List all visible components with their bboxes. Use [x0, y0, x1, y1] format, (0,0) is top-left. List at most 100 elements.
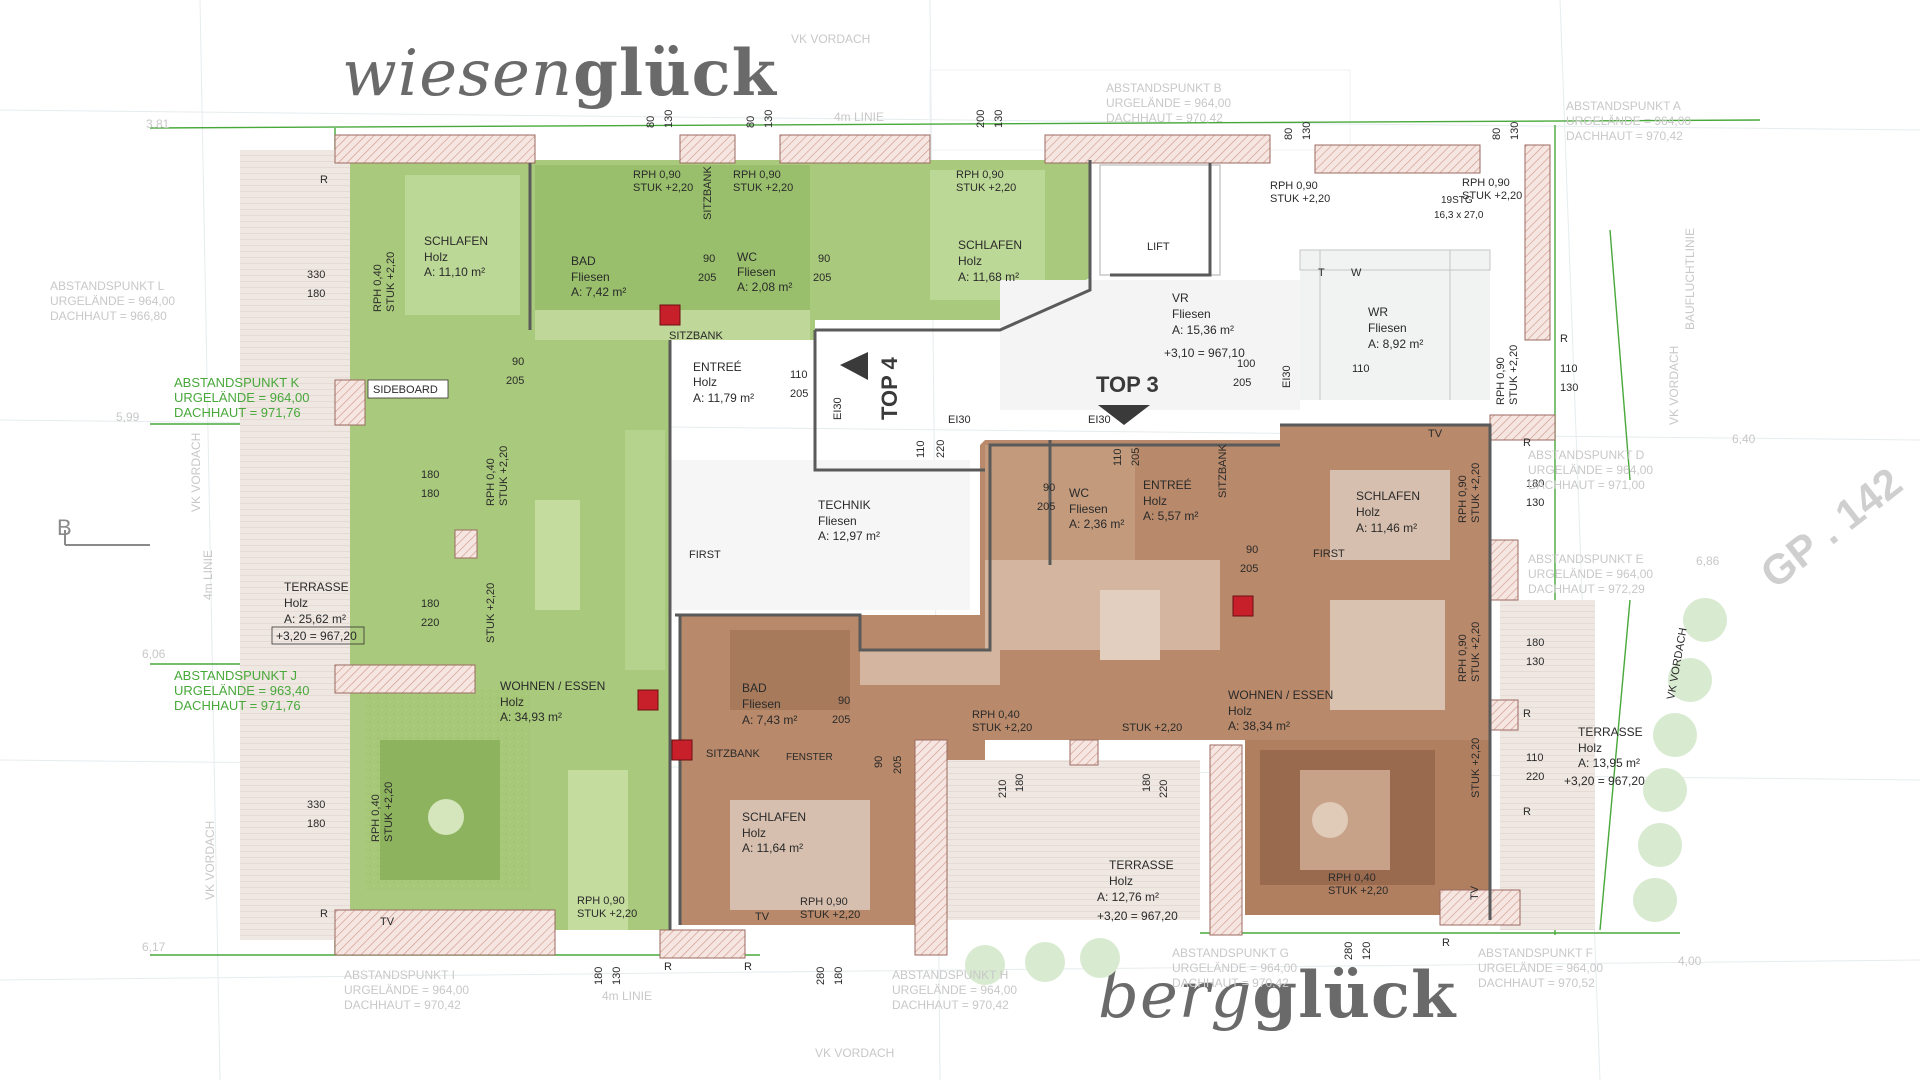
dimension: 130 [763, 110, 775, 128]
room-schlafen-w1: SCHLAFEN Holz A: 11,10 m² [424, 234, 488, 279]
dimension: 205 [813, 272, 831, 284]
dimension: 130 [1526, 497, 1544, 509]
dimension: 130 [1509, 122, 1521, 140]
abstandspunkt-g: ABSTANDSPUNKT G URGELÄNDE = 964,00 DACHH… [1172, 946, 1297, 990]
dimension: 130 [1560, 382, 1578, 394]
abstandspunkt-e: ABSTANDSPUNKT E URGELÄNDE = 964,00 DACHH… [1528, 552, 1653, 596]
room-floor: Holz [958, 254, 982, 268]
dimension: 110 [1526, 752, 1544, 764]
room-level: +3,20 = 967,20 [276, 629, 357, 643]
survey-distance: 3,81 [146, 117, 170, 131]
sitzbank-label-vertical-w: SITZBANK [702, 166, 714, 220]
abstand-urg: URGELÄNDE = 964,00 [50, 294, 175, 308]
lift-label: LIFT [1147, 241, 1170, 253]
room-floor: Fliesen [571, 270, 610, 284]
room-vr: VR Fliesen A: 15,36 m² +3,10 = 967,10 [1164, 291, 1245, 360]
dimension: 110 [790, 369, 808, 381]
abstand-dach: DACHHAUT = 970,42 [1566, 129, 1683, 143]
room-name: TECHNIK [818, 498, 871, 512]
abstandspunkt-l: ABSTANDSPUNKT L URGELÄNDE = 964,00 DACHH… [50, 279, 175, 323]
dimension: 110 [1112, 448, 1124, 466]
abstandspunkt-b: ABSTANDSPUNKT B URGELÄNDE = 964,00 DACHH… [1106, 81, 1231, 125]
room-floor: Holz [1143, 494, 1167, 508]
room-area: A: 11,10 m² [424, 265, 485, 279]
interior-walls [528, 160, 1492, 930]
abstand-title: ABSTANDSPUNKT B [1106, 81, 1222, 95]
unit-label-top4: TOP 4 [877, 356, 902, 420]
room-name: VR [1172, 291, 1189, 305]
dimension: 180 [1014, 774, 1026, 792]
opening-annotations: RPH 0,90 STUK +2,20 RPH 0,90 STUK +2,20 … [370, 169, 1522, 921]
dimension: 180 [1526, 478, 1544, 490]
opening-stuk: STUK +2,20 [1122, 722, 1182, 734]
dimension: 220 [1158, 780, 1170, 798]
room-area: A: 38,34 m² [1228, 719, 1290, 733]
room-area: A: 7,43 m² [742, 713, 797, 727]
opening-rph: RPH 0,90 [1495, 357, 1507, 405]
dimension: 210 [997, 780, 1009, 798]
brand-wiesenglueck-bold: glück [573, 36, 777, 111]
dimension: 205 [790, 388, 808, 400]
first-label-b: FIRST [1313, 548, 1345, 560]
room-floor: Holz [1228, 704, 1252, 718]
room-area: A: 11,64 m² [742, 841, 803, 855]
survey-distance: 6,06 [142, 647, 166, 661]
unit-bergglueck [680, 425, 1490, 925]
terrace-right-deck [1500, 600, 1595, 930]
dimension: 90 [818, 253, 830, 265]
opening-stuk: STUK +2,20 [1508, 345, 1520, 405]
tv-label-w: TV [380, 916, 395, 928]
abstand-title: ABSTANDSPUNKT G [1172, 946, 1289, 960]
dimension: 180 [307, 818, 325, 830]
brand-bergglueck: bergglück [1098, 958, 1456, 1033]
sitzbank-label-vertical-b: SITZBANK [1217, 444, 1229, 498]
section-marker-b [64, 530, 150, 546]
shaft-markers [637, 304, 1254, 761]
stair-count: 19STG [1441, 195, 1473, 206]
abstandspunkt-a: ABSTANDSPUNKT A URGELÄNDE = 964,00 DACHH… [1566, 99, 1691, 143]
opening-stuk: STUK +2,20 [1270, 193, 1330, 205]
dimension: 205 [1240, 563, 1258, 575]
dimension: 205 [1233, 377, 1251, 389]
abstand-dach: DACHHAUT = 971,00 [1528, 478, 1645, 492]
abstand-urg: URGELÄNDE = 964,00 [174, 390, 309, 405]
opening-rph: RPH 0,40 [1328, 872, 1376, 884]
abstand-urg: URGELÄNDE = 964,00 [1106, 96, 1231, 110]
room-floor: Fliesen [737, 265, 776, 279]
room-floor: Holz [284, 596, 308, 610]
room-area: A: 34,93 m² [500, 710, 562, 724]
dimension: 80 [645, 116, 657, 128]
tv-label-b3: TV [1469, 885, 1481, 900]
room-level: +3,10 = 967,10 [1164, 346, 1245, 360]
opening-rph: RPH 0,40 [372, 264, 384, 312]
abstand-dach: DACHHAUT = 970,52 [1478, 976, 1595, 990]
opening-stuk: STUK +2,20 [956, 182, 1016, 194]
r-marker: R [1523, 708, 1531, 720]
dimension: 80 [745, 116, 757, 128]
r-marker: R [320, 908, 328, 920]
boundary-labels: VK VORDACH VK VORDACH VK VORDACH VK VORD… [189, 32, 1697, 1060]
dimension: 205 [698, 272, 716, 284]
dimension: 130 [663, 110, 675, 128]
four-m-line-bottom: 4m LINIE [602, 989, 652, 1003]
dimension: 200 [975, 110, 987, 128]
room-wohnen-w: WOHNEN / ESSEN Holz A: 34,93 m² [500, 679, 605, 724]
opening-stuk: STUK +2,20 [485, 583, 497, 643]
r-marker: R [1442, 937, 1450, 949]
abstandspunkt-f: ABSTANDSPUNKT F URGELÄNDE = 964,00 DACHH… [1478, 946, 1603, 990]
r-marker: R [744, 961, 752, 973]
room-area: A: 11,68 m² [958, 270, 1019, 284]
survey-distance: 5,99 [116, 410, 140, 424]
room-floor: Fliesen [1368, 321, 1407, 335]
abstandspunkt-i: ABSTANDSPUNKT I URGELÄNDE = 964,00 DACHH… [344, 968, 469, 1012]
dimension: 180 [1526, 637, 1544, 649]
room-wc-b: WC Fliesen A: 2,36 m² [1069, 486, 1124, 531]
stair-w-label: W [1351, 267, 1362, 279]
walls [334, 134, 1556, 959]
stair-t-label: T [1318, 267, 1325, 279]
vk-vordach-right: VK VORDACH [1667, 346, 1681, 425]
abstand-title: ABSTANDSPUNKT E [1528, 552, 1644, 566]
sideboard-label: SIDEBOARD [373, 384, 438, 396]
room-area: A: 11,79 m² [693, 391, 754, 405]
room-schlafen-w2: SCHLAFEN Holz A: 11,68 m² [958, 238, 1022, 284]
